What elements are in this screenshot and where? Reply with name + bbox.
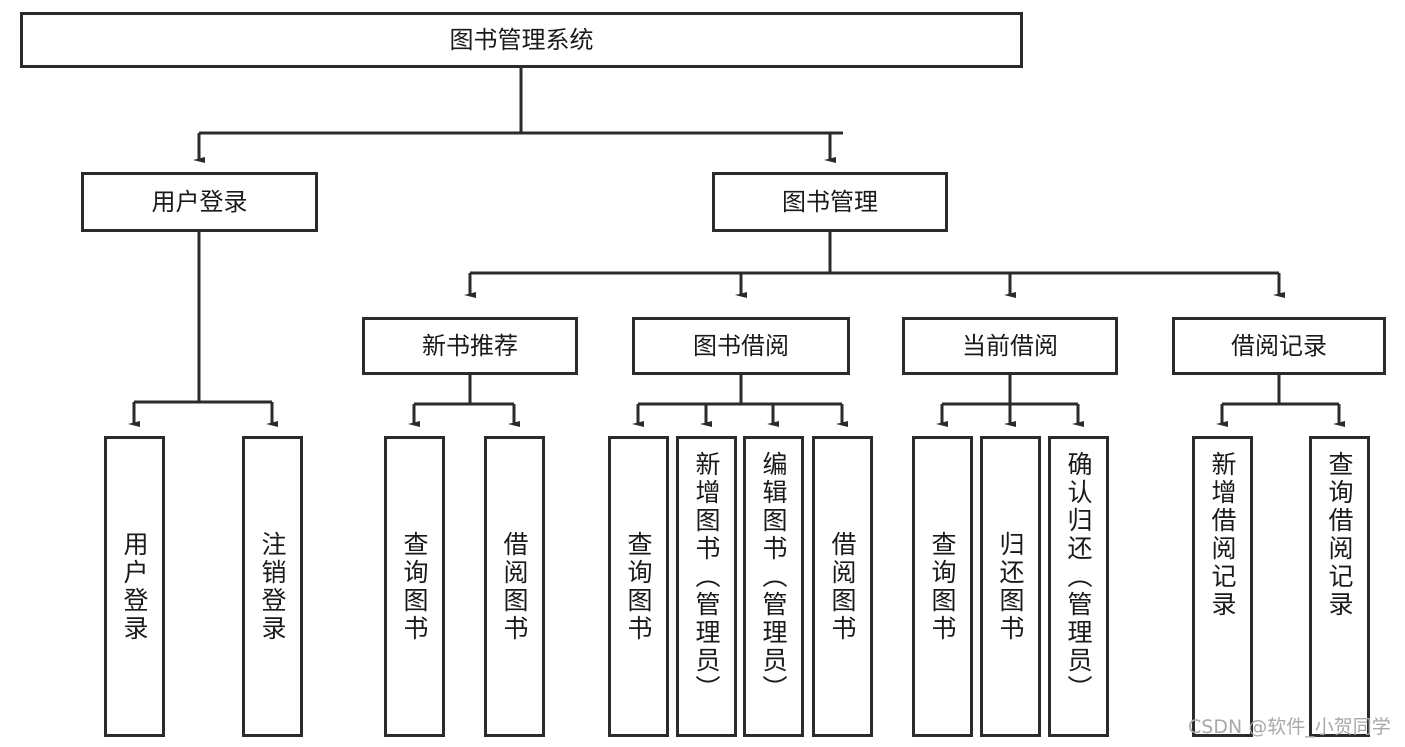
node-current-borrow[interactable]: 当前借阅 xyxy=(902,317,1118,375)
node-label: 新增借阅记录 xyxy=(1208,451,1237,619)
csdn-watermark: CSDN @软件_小贺同学 xyxy=(1188,716,1391,738)
node-label: 图书管理系统 xyxy=(449,25,594,54)
node-label: 新增图书（管理员） xyxy=(692,451,721,703)
node-label: 查询借阅记录 xyxy=(1325,451,1354,619)
node-label: 确认归还（管理员） xyxy=(1064,451,1093,703)
node-label: 图书借阅 xyxy=(693,331,789,360)
leaf-recommend-borrow-book[interactable]: 借阅图书 xyxy=(484,436,545,737)
leaf-current-return-book[interactable]: 归还图书 xyxy=(980,436,1041,737)
leaf-current-confirm-return-admin[interactable]: 确认归还（管理员） xyxy=(1048,436,1109,737)
node-root-system[interactable]: 图书管理系统 xyxy=(20,12,1023,68)
node-label: 当前借阅 xyxy=(962,331,1058,360)
node-book-borrow[interactable]: 图书借阅 xyxy=(632,317,850,375)
node-label: 借阅图书 xyxy=(500,530,529,643)
node-label: 新书推荐 xyxy=(422,331,518,360)
leaf-current-query-book[interactable]: 查询图书 xyxy=(912,436,973,737)
node-book-management[interactable]: 图书管理 xyxy=(712,172,948,232)
node-label: 借阅记录 xyxy=(1231,331,1327,360)
leaf-recommend-query-book[interactable]: 查询图书 xyxy=(384,436,445,737)
leaf-borrow-edit-book-admin[interactable]: 编辑图书（管理员） xyxy=(743,436,804,737)
node-label: 用户登录 xyxy=(151,187,248,216)
node-label: 编辑图书（管理员） xyxy=(759,451,788,703)
leaf-borrow-borrow-book[interactable]: 借阅图书 xyxy=(812,436,873,737)
leaf-borrow-query-book[interactable]: 查询图书 xyxy=(608,436,669,737)
leaf-record-query-record[interactable]: 查询借阅记录 xyxy=(1309,436,1370,737)
node-label: 查询图书 xyxy=(624,530,653,643)
node-label: 注销登录 xyxy=(258,530,287,643)
node-label: 图书管理 xyxy=(782,187,878,216)
leaf-user-login-logout[interactable]: 注销登录 xyxy=(242,436,303,737)
node-label: 查询图书 xyxy=(400,530,429,643)
node-label: 查询图书 xyxy=(928,530,957,643)
leaf-user-login-login[interactable]: 用户登录 xyxy=(104,436,165,737)
node-label: 用户登录 xyxy=(120,530,149,643)
leaf-record-add-record[interactable]: 新增借阅记录 xyxy=(1192,436,1253,737)
node-new-book-recommend[interactable]: 新书推荐 xyxy=(362,317,578,375)
leaf-borrow-add-book-admin[interactable]: 新增图书（管理员） xyxy=(676,436,737,737)
node-borrow-record[interactable]: 借阅记录 xyxy=(1172,317,1386,375)
node-label: 借阅图书 xyxy=(828,530,857,643)
node-label: 归还图书 xyxy=(996,530,1025,643)
node-user-login[interactable]: 用户登录 xyxy=(81,172,318,232)
